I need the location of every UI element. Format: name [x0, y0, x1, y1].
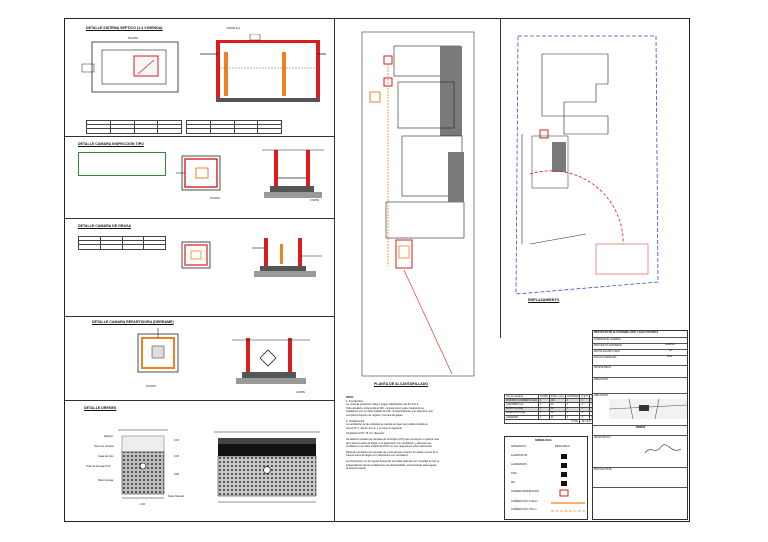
- notes-line-8: Ventilacion PVC 75 mm diametro.: [346, 432, 385, 436]
- drain-label-left-0: Relleno: [104, 435, 113, 438]
- notes-line-2: Todo artefacto, incluyendo el WC, contar…: [346, 406, 425, 410]
- legend-item-4: CAMARA INSPECCION: [511, 490, 539, 493]
- tb-row-0: COMUNA DE LINARES: [593, 337, 687, 341]
- drain-dim-1: 0.30: [174, 455, 180, 458]
- grease-section-drawing: [252, 238, 322, 277]
- notes-line-0: 1. Introduccion.: [346, 399, 364, 403]
- legend-col2: DESCARGA: [555, 445, 570, 448]
- legend-item-2: TINA: [511, 472, 517, 475]
- septic-dims-table-right: [186, 119, 282, 134]
- septic-section-title: DETALLE SISTEMA SEPTICO (1-4 VIVIENDA): [86, 26, 163, 30]
- drain-label-left-2: Capa de ripio: [98, 455, 114, 458]
- notes-line-5: 2. Ventilaciones.: [346, 419, 365, 423]
- tb-row-3: ESCALA INDICADA: [593, 355, 687, 359]
- symbol-legend: SIMBOLOGIA ARTEFACTO DESCARGA LAVAPLATOS…: [504, 436, 588, 520]
- notes-block: NOTA: 1. Introduccion. La vivienda perte…: [346, 396, 496, 471]
- legend-item-0: LAVAPLATOS: [511, 454, 528, 457]
- horizontal-divider-3: [64, 316, 334, 317]
- site-plan-drawing: [515, 35, 659, 295]
- drain-label-left-5: Suelo Natural: [168, 495, 184, 498]
- legend-item-5: CAÑERIA PVC 110mm: [511, 500, 538, 503]
- drain-label-left-3: Tubo de drenaje PVC: [86, 465, 111, 468]
- plan-title: PLANTA DE ALCANTARILLADO: [374, 382, 429, 386]
- distribution-plan-drawing: [137, 328, 179, 373]
- inspection-section-title: DETALLE CAMARA INSPECCION TIPO: [78, 142, 144, 146]
- notes-line-3: instalacion con un sifon tratado de PVC …: [346, 410, 433, 414]
- inspection-section-drawing: [262, 149, 324, 198]
- vertical-divider-right: [500, 18, 501, 338]
- distribution-section-title: DETALLE CAMARA REPARTIDORA (DERRAME): [92, 320, 174, 324]
- drain-dim-2: 0.60: [174, 473, 180, 476]
- legend-item-6: CAÑERIA PVC 75mm: [511, 508, 537, 511]
- distribution-section-label: CORTE: [296, 391, 306, 394]
- grease-dims-table: [78, 235, 166, 250]
- legend-item-1: LAVAMANOS: [511, 463, 527, 466]
- inspection-green-box: [78, 152, 166, 176]
- location-map: [609, 399, 687, 419]
- tb-project: PROYECTO DE ALCANTARILLADO Y AGUA POTABL…: [594, 331, 659, 334]
- drain-profile-left: [118, 429, 168, 499]
- signature-scribble: [644, 444, 682, 454]
- drain-profile-right: [214, 431, 320, 503]
- tb-direccion: DIRECCION:: [593, 377, 687, 381]
- ut-total-label: TOTAL: [503, 419, 581, 425]
- tb-propietario: PROPIETARIO:: [593, 365, 687, 369]
- notes-line-6: La ventilacion de las cañerias se calcul…: [346, 423, 429, 427]
- horizontal-divider-2: [64, 218, 334, 219]
- distribution-plan-label: PLANTA: [146, 385, 156, 388]
- notes-line-10: de 3 tramos antes de llegar a un disposi…: [346, 441, 431, 445]
- septic-plan-drawing: [81, 41, 179, 93]
- inspection-plan-label: PLANTA: [210, 197, 220, 200]
- inspection-plan-drawing: [176, 155, 221, 191]
- site-plan-title: EMPLAZAMIENTO: [528, 298, 560, 302]
- septic-dims-table-left: [86, 119, 182, 134]
- notes-line-12: Deberan ventilarse las camaras de modo t…: [346, 450, 438, 454]
- septic-section-drawing: [200, 34, 326, 102]
- tb-proyectista: PROYECTISTA:: [593, 467, 687, 471]
- notes-line-1: La vivienda pertenece clase 1 segun clas…: [346, 403, 420, 407]
- notes-line-4: cumplira la funcion de registro y bomba …: [346, 413, 404, 417]
- tb-lamina: LAMINA: [665, 343, 675, 346]
- drain-label-left-1: Tierra de tranque: [94, 445, 114, 448]
- drawing-sheet-border: [64, 18, 690, 522]
- tb-blank: [593, 487, 687, 488]
- horizontal-divider-1: [64, 136, 334, 137]
- legend-symbols: [551, 454, 585, 512]
- distribution-section-drawing: [232, 338, 310, 384]
- notes-line-9: Se deberan sanitar las cámaras de hormig…: [346, 437, 439, 441]
- drain-dim-3: 1.00: [140, 503, 146, 506]
- notes-line-16: al terreno natural.: [346, 467, 367, 471]
- notes-line-11: ventilacion a un sifon tratado de PVC co…: [346, 445, 433, 449]
- tb-firmas: FIRMAS: [593, 425, 687, 429]
- tb-row-2: FECHA AGOSTO 2024: [593, 349, 687, 353]
- notes-line-13: tramos antes de llegar a un dispositivo …: [346, 454, 409, 458]
- drain-label-left-4: Ripio drenaje: [98, 479, 114, 482]
- tb-ubicacion: UBICACION: [593, 393, 687, 397]
- tb-rol: ROL: [667, 355, 673, 358]
- horizontal-divider-4: [64, 400, 334, 401]
- drain-dim-0: 0.15: [174, 439, 180, 442]
- tb-row-1: PROYECTO SANITARIO: [593, 343, 687, 347]
- notes-header: NOTA:: [346, 396, 355, 399]
- tb-arquitecto: ARQUITECTO:: [593, 435, 687, 439]
- title-block: PROYECTO DE ALCANTARILLADO Y AGUA POTABL…: [592, 330, 688, 520]
- vertical-divider-left: [334, 18, 335, 522]
- grease-section-title: DETALLE CAMARA DE GRASA: [78, 224, 132, 228]
- unit-equivalent-table: Tipo de artefacto CLASE D.M.E. (mm) CANT…: [503, 393, 601, 425]
- notes-line-7: Anexo Nº 7, del R.I.D.A.A. y se tiene lo…: [346, 426, 403, 430]
- notes-line-14: La intervencion en los aguas lluvias del…: [346, 459, 440, 463]
- drains-section-title: DETALLE DRENES: [84, 406, 117, 410]
- inspection-section-label: CORTE: [310, 199, 320, 202]
- legend-item-3: WC: [511, 481, 516, 484]
- septic-section-label: CORTE A-A: [226, 27, 240, 30]
- septic-plan-label: PLANTA: [128, 37, 138, 40]
- sewer-plan-drawing: [361, 31, 475, 377]
- grease-plan-drawing: [181, 241, 211, 269]
- legend-title: SIMBOLOGIA: [535, 439, 552, 442]
- notes-line-15: independiente de las instalaciones de al…: [346, 463, 437, 467]
- tb-sheet-number: 1/1: [669, 349, 673, 352]
- legend-col1: ARTEFACTO: [511, 445, 527, 448]
